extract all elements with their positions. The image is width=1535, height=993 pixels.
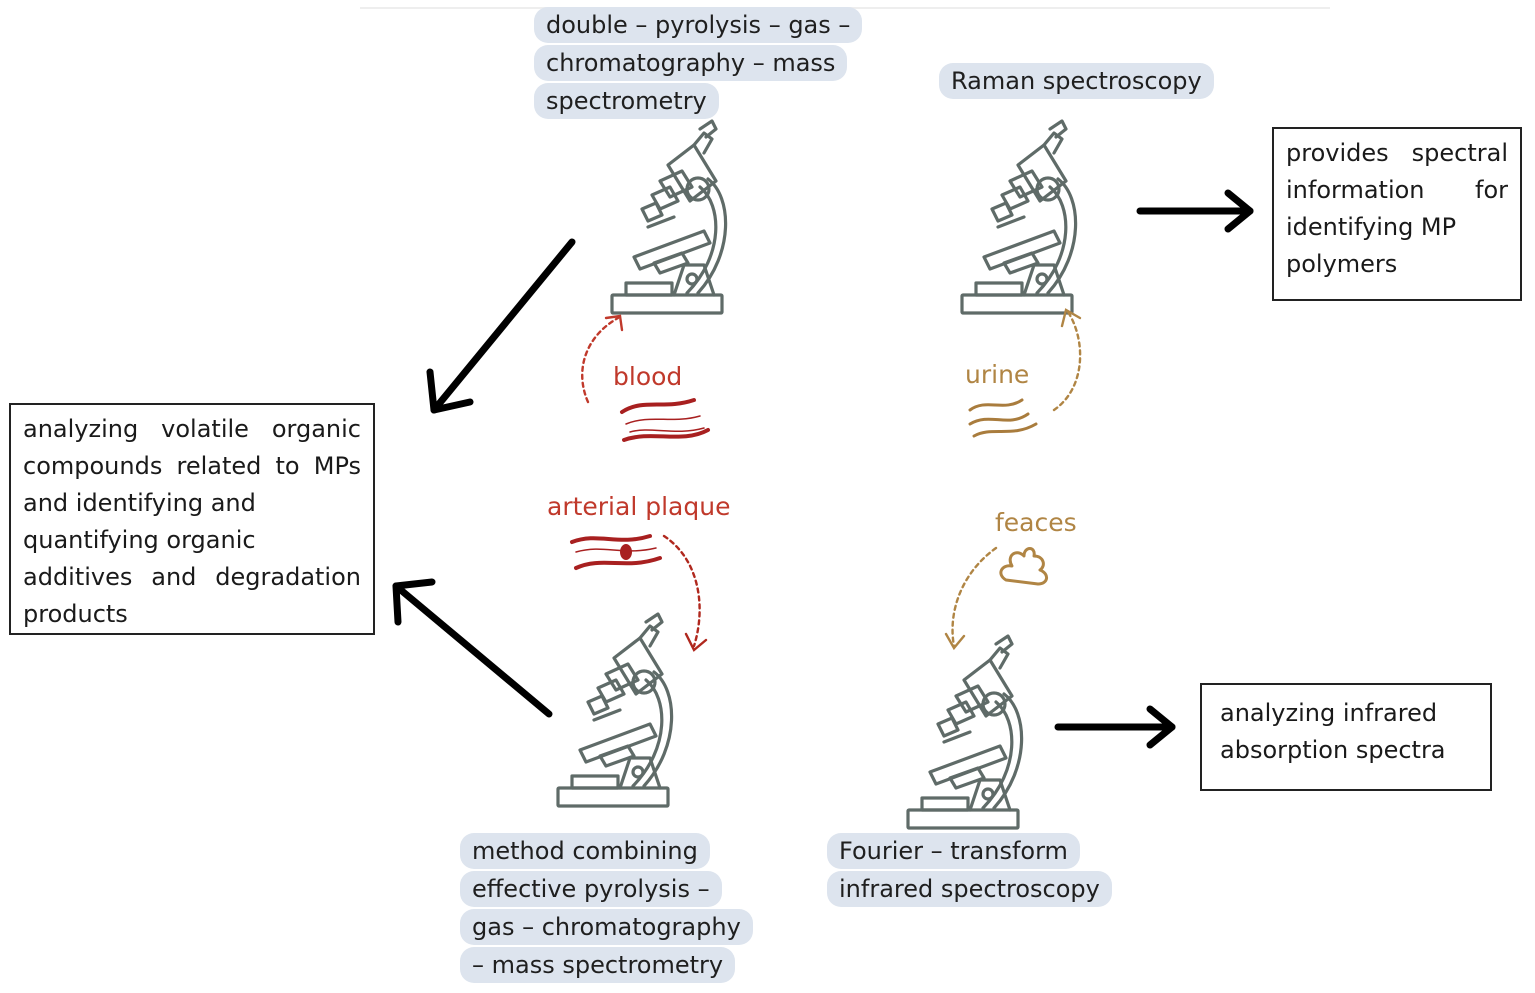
microscope-icon-bottom-right (906, 634, 1024, 830)
description-line: quantifying organic (23, 526, 256, 554)
arrow-top-right-to-right-box (1136, 189, 1254, 233)
description-line: additives and degradation (23, 563, 361, 591)
description-line: and identifying and (23, 489, 256, 517)
feaces-icon (999, 547, 1048, 586)
arrow-top-left-to-left-box (426, 238, 576, 414)
microscope-icon-top-right (960, 119, 1078, 315)
dotted-arrow-urine (1052, 308, 1082, 412)
method-tag-top-left: double – pyrolysis – gas – chromatograph… (534, 6, 863, 120)
description-box-right-top: provides spectral information for identi… (1272, 127, 1522, 301)
description-line: identifying MP (1286, 213, 1457, 241)
method-tag-line: effective pyrolysis – (460, 871, 722, 907)
description-box-left: analyzing volatile organic compounds rel… (9, 403, 375, 635)
method-tag-line: Fourier – transform (827, 833, 1080, 869)
sample-label-urine: urine (965, 360, 1030, 389)
sample-label-arterial-plaque: arterial plaque (547, 492, 731, 521)
arterial-plaque-icon (570, 534, 662, 570)
arrow-bottom-left-to-left-box (392, 578, 553, 718)
method-tag-bottom-right: Fourier – transform infrared spectroscop… (827, 832, 1112, 908)
method-tag-bottom-left: method combining effective pyrolysis – g… (460, 832, 753, 984)
description-line: polymers (1286, 250, 1398, 278)
description-line: absorption spectra (1220, 736, 1446, 764)
description-line: provides spectral (1286, 139, 1508, 167)
microscope-icon-top-left (610, 119, 728, 315)
description-line: analyzing infrared (1220, 699, 1438, 727)
arrow-bottom-right-to-right-box (1054, 705, 1176, 749)
description-line: information for (1286, 176, 1508, 204)
dotted-arrow-blood (581, 314, 624, 404)
method-tag-line: chromatography – mass (534, 45, 848, 81)
urine-wave-icon (968, 398, 1038, 438)
description-line: analyzing volatile organic (23, 415, 361, 443)
method-tag-line: method combining (460, 833, 710, 869)
method-tag-line: infrared spectroscopy (827, 871, 1112, 907)
blood-vessel-icon (620, 398, 710, 442)
method-tag-line: Raman spectroscopy (939, 63, 1214, 99)
method-tag-line: gas – chromatography (460, 909, 753, 945)
sample-label-feaces: feaces (995, 508, 1077, 537)
sample-label-blood: blood (613, 362, 683, 391)
method-tag-line: – mass spectrometry (460, 947, 736, 983)
method-tag-top-right: Raman spectroscopy (939, 62, 1214, 100)
method-tag-line: spectrometry (534, 83, 719, 119)
description-line: products (23, 600, 128, 628)
description-box-right-bottom: analyzing infrared absorption spectra (1200, 683, 1492, 791)
microscope-icon-bottom-left (556, 612, 674, 808)
dotted-arrow-feaces (944, 546, 998, 651)
description-line: compounds related to MPs (23, 452, 361, 480)
dotted-arrow-plaque (662, 534, 708, 652)
method-tag-line: double – pyrolysis – gas – (534, 7, 863, 43)
